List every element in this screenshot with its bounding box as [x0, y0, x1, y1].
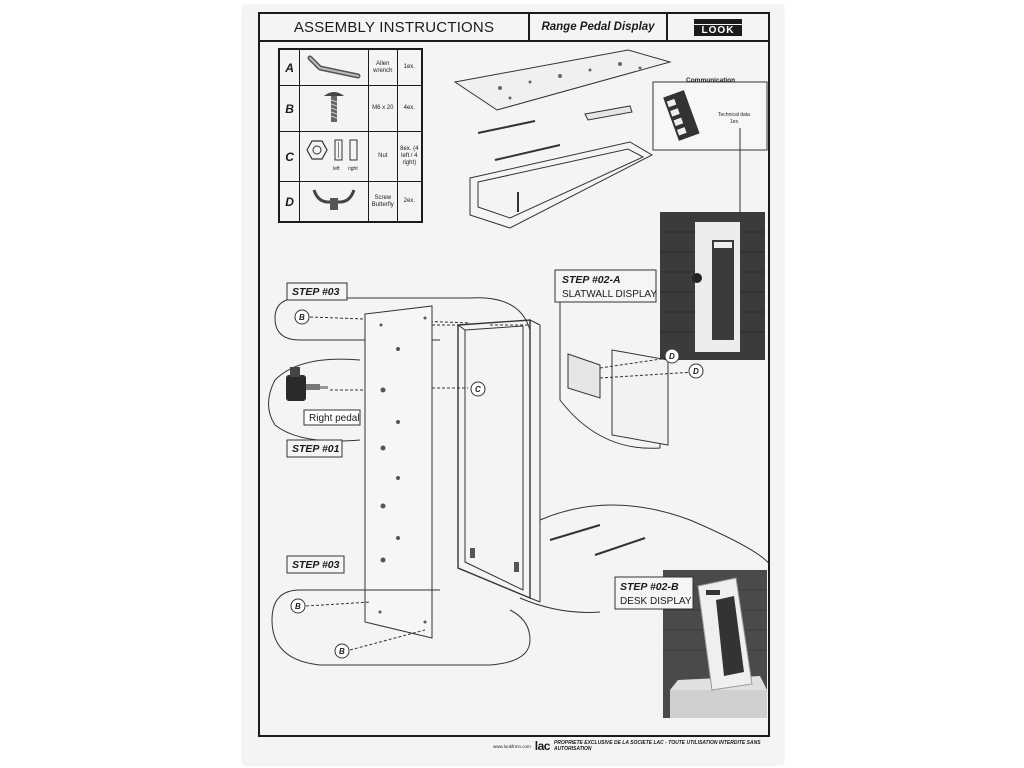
- callout-d-top: D: [669, 352, 675, 361]
- communication-title: Communication: [686, 77, 735, 84]
- communication-callout: Communication Technical data 1ex.: [652, 77, 768, 240]
- bracket: [584, 105, 633, 121]
- slatwall-callout: STEP #02-A SLATWALL DISPLAY D D: [554, 269, 704, 449]
- step-03-top: STEP #03 B: [274, 282, 531, 341]
- desk-rods: [539, 504, 771, 566]
- bolt-icon: [299, 85, 369, 132]
- parts-table: A Allen wrench 1ex. B M6 x 20 4ex. C: [278, 48, 423, 223]
- part-name: M6 x 20: [367, 85, 398, 132]
- technical-data-card: [663, 90, 700, 141]
- main-assembly: C: [364, 305, 541, 639]
- pedal-icon: [286, 367, 328, 401]
- callout-b-bottom-2: B: [339, 647, 345, 656]
- rod-top: [477, 120, 536, 134]
- step-02a-label: STEP #02-A: [562, 274, 621, 286]
- part-row-b: B M6 x 20 4ex.: [278, 85, 423, 132]
- footer-brand: lac: [534, 739, 551, 753]
- step-02a-subtitle: SLATWALL DISPLAY: [562, 289, 657, 300]
- step-03-top-label: STEP #03: [292, 286, 340, 298]
- brand-logo: LOOK: [668, 14, 768, 42]
- step-01-label: STEP #01: [292, 443, 340, 455]
- frame-tray: [469, 141, 654, 229]
- desk-display-callout: STEP #02-B DESK DISPLAY: [519, 570, 767, 718]
- part-row-d: D Screw Butterfly 2ex.: [278, 181, 423, 223]
- footer: www.lookfrmn.com lac PROPRIETE EXCLUSIVE…: [493, 739, 783, 753]
- right-pedal-label: Right pedal: [309, 413, 360, 424]
- page-subtitle: Range Pedal Display: [530, 14, 668, 42]
- part-name: Nut: [367, 131, 398, 182]
- part-qty: 1ex.: [396, 48, 423, 86]
- allen-wrench-icon: [299, 48, 369, 86]
- part-qty: 4ex.: [396, 85, 423, 132]
- logo-text: LOOK: [694, 25, 742, 36]
- top-plate: [453, 49, 672, 111]
- callout-d-bottom: D: [693, 367, 699, 376]
- step-01-pedal: Right pedal STEP #01: [268, 358, 382, 458]
- step-02b-label: STEP #02-B: [620, 581, 679, 593]
- slatwall-photo: [660, 212, 765, 360]
- part-row-c: C left right Nut 8ex. (4 left / 4 right): [278, 131, 423, 182]
- footer-url: www.lookfrmn.com: [493, 743, 531, 749]
- back-frame: [457, 319, 531, 600]
- callout-c: C: [475, 385, 481, 394]
- rod-mid: [494, 144, 561, 161]
- step-03-bottom-label: STEP #03: [292, 559, 340, 571]
- part-qty: 2ex.: [396, 181, 423, 223]
- nut-right-label: right: [348, 166, 358, 172]
- callout-b-bottom-1: B: [295, 602, 301, 611]
- technical-data-label: Technical data: [718, 112, 750, 118]
- sheet-frame: ASSEMBLY INSTRUCTIONS Range Pedal Displa…: [258, 12, 770, 737]
- butterfly-screw-icon: [299, 181, 369, 223]
- step-02b-subtitle: DESK DISPLAY: [620, 596, 692, 607]
- main-panel: [364, 305, 433, 639]
- exploded-view: [453, 49, 672, 229]
- nut-icon: left right: [299, 131, 369, 182]
- step-03-bottom: STEP #03 B B: [271, 555, 531, 666]
- look-logo-icon: LOOK: [694, 17, 742, 37]
- part-qty: 8ex. (4 left / 4 right): [396, 131, 423, 182]
- callout-b-top: B: [299, 313, 305, 322]
- page-title: ASSEMBLY INSTRUCTIONS: [260, 14, 530, 42]
- technical-data-qty: 1ex.: [730, 119, 739, 125]
- nut-left-label: left: [333, 166, 340, 172]
- footer-notice: PROPRIETE EXCLUSIVE DE LA SOCIETE LAC - …: [553, 740, 761, 752]
